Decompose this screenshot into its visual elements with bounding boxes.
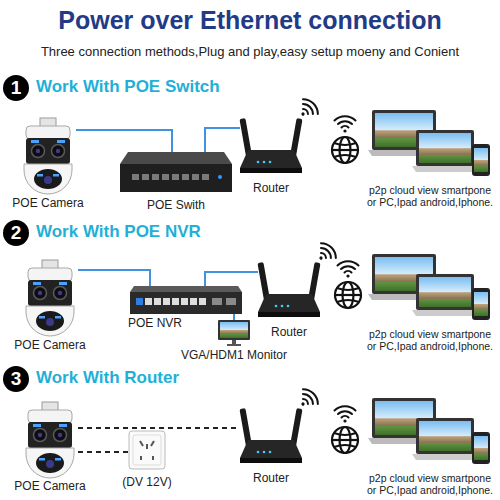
node-label: p2p cloud view smartpone or PC,Ipad andr… bbox=[365, 472, 495, 496]
wifi-symbol bbox=[294, 96, 320, 122]
cable-connector bbox=[78, 270, 150, 286]
power-outlet: (DV 12V) bbox=[128, 430, 166, 470]
section-heading: Work With POE Switch bbox=[36, 77, 220, 97]
badge-circle bbox=[3, 75, 29, 101]
section-number: 1 bbox=[3, 75, 29, 101]
poe-nvr: POE NVR bbox=[130, 286, 242, 314]
section-heading: Work With POE NVR bbox=[36, 222, 201, 242]
wifi-symbol bbox=[335, 116, 356, 132]
section-number: 3 bbox=[3, 366, 29, 392]
wifi-symbol bbox=[338, 261, 359, 277]
node-label: Router bbox=[236, 472, 306, 486]
camera-illustration bbox=[26, 402, 74, 478]
switch-illustration bbox=[120, 152, 232, 192]
nvr-illustration bbox=[130, 286, 242, 314]
node-label: POE NVR bbox=[128, 317, 182, 331]
cable-connector bbox=[78, 427, 240, 429]
cable-connector bbox=[76, 130, 172, 152]
wifi-symbol bbox=[294, 386, 320, 412]
devices-illustration bbox=[368, 254, 490, 320]
cable-connector bbox=[205, 128, 240, 152]
node-label: POE Camera bbox=[5, 480, 95, 494]
camera-node: POE Camera bbox=[20, 118, 76, 194]
router-illustration bbox=[239, 408, 302, 463]
section-badge: 3 bbox=[3, 366, 29, 392]
router-node: Router bbox=[240, 408, 302, 466]
globe-symbol bbox=[335, 282, 361, 308]
monitor-node: VGA/HDM1 Monitor bbox=[218, 320, 250, 346]
badge-circle bbox=[3, 366, 29, 392]
router-node: Router bbox=[258, 262, 320, 320]
globe-symbol bbox=[332, 427, 358, 453]
section-badge: 2 bbox=[3, 220, 29, 246]
page-title: Power over Ethernet connection bbox=[0, 4, 500, 36]
devices-illustration bbox=[368, 110, 490, 176]
router-illustration bbox=[239, 118, 302, 173]
node-label: p2p cloud view smartpone or PC,Ipad andr… bbox=[365, 184, 495, 208]
wifi-symbol bbox=[312, 240, 338, 266]
cable-connector bbox=[78, 451, 128, 453]
viewer-devices: p2p cloud view smartpone or PC,Ipad andr… bbox=[368, 108, 492, 178]
node-label: POE Camera bbox=[3, 197, 93, 211]
node-label: Router bbox=[254, 326, 324, 340]
camera-node: POE Camera bbox=[22, 260, 78, 336]
globe-symbol bbox=[332, 137, 358, 163]
node-label: VGA/HDM1 Monitor bbox=[174, 349, 294, 363]
camera-illustration bbox=[26, 260, 74, 336]
viewer-devices: p2p cloud view smartpone or PC,Ipad andr… bbox=[368, 396, 492, 466]
node-label: Router bbox=[236, 182, 306, 196]
subtitle: Three connection methods,Plug and play,e… bbox=[0, 42, 500, 62]
monitor-illustration bbox=[218, 320, 250, 346]
poe-switch: POE Swith bbox=[120, 152, 232, 192]
cable-connector bbox=[233, 314, 235, 320]
badge-circle bbox=[3, 220, 29, 246]
router-node: Router bbox=[240, 118, 302, 176]
camera-node: POE Camera bbox=[22, 402, 78, 478]
section-badge: 1 bbox=[3, 75, 29, 101]
router-illustration bbox=[257, 262, 320, 317]
outlet-illustration bbox=[129, 431, 165, 469]
cable-connector bbox=[205, 272, 258, 286]
node-label: (DV 12V) bbox=[112, 476, 182, 490]
viewer-devices: p2p cloud view smartpone or PC,Ipad andr… bbox=[368, 252, 492, 322]
section-heading: Work With Router bbox=[36, 368, 179, 388]
node-label: p2p cloud view smartpone or PC,Ipad andr… bbox=[365, 328, 495, 352]
wifi-symbol bbox=[335, 406, 356, 422]
camera-illustration bbox=[24, 118, 72, 194]
node-label: POE Swith bbox=[131, 199, 221, 213]
devices-illustration bbox=[368, 398, 490, 464]
section-number: 2 bbox=[3, 220, 29, 246]
node-label: POE Camera bbox=[5, 339, 95, 353]
